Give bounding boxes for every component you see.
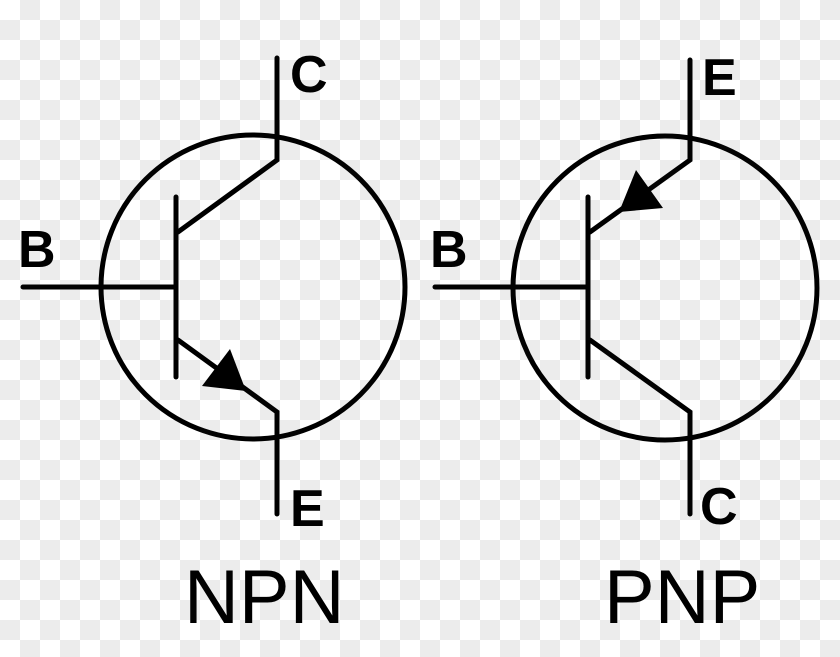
- npn-base-label: B: [18, 221, 56, 279]
- npn-symbol: C B E NPN: [18, 46, 408, 640]
- pnp-base-label: B: [430, 221, 468, 279]
- npn-collector-label: C: [290, 46, 328, 104]
- pnp-symbol: E B C PNP: [430, 49, 820, 640]
- npn-emitter-label: E: [290, 480, 325, 538]
- pnp-emitter-label: E: [702, 49, 737, 107]
- npn-emitter-lead: [175, 337, 280, 517]
- pnp-collector-lead: [587, 337, 693, 517]
- pnp-collector-label: C: [700, 478, 738, 536]
- npn-title: NPN: [184, 555, 344, 640]
- pnp-emitter-arrow-icon: [619, 170, 663, 212]
- npn-emitter-arrow-icon: [202, 349, 246, 391]
- npn-collector-lead: [175, 55, 280, 235]
- pnp-title: PNP: [604, 555, 760, 640]
